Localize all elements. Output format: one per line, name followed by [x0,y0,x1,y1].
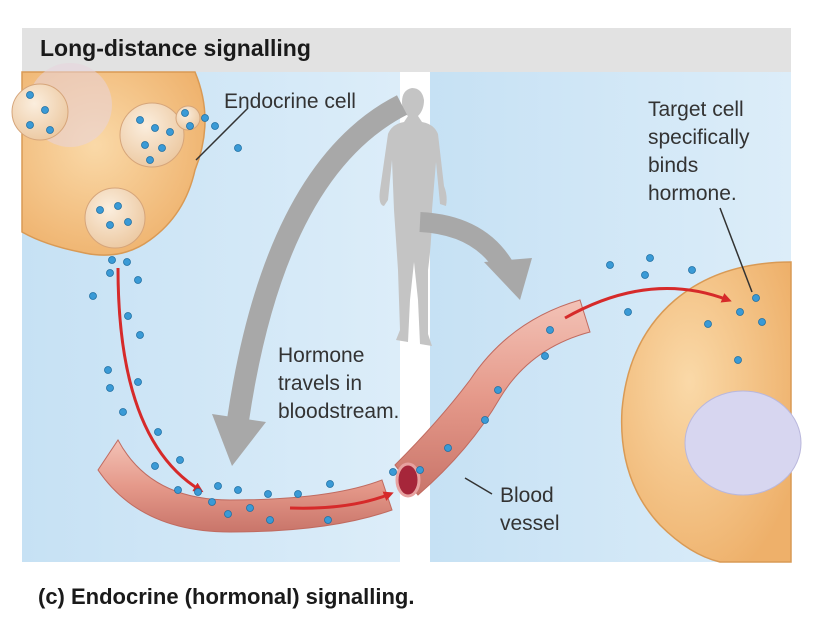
hormone-dot [26,121,34,129]
hormone-dots [26,91,766,524]
hormone-dot [136,116,144,124]
hormone-dot [89,292,97,300]
hormone-dot [494,386,502,394]
hormone-dot [194,488,202,496]
hormone-dot [106,384,114,392]
vesicle [119,102,185,168]
blood-vessel-right [394,299,591,496]
hormone-dot [688,266,696,274]
hormone-dot [158,144,166,152]
figure-caption: (c) Endocrine (hormonal) signalling. [38,584,415,609]
hormone-dot [752,294,760,302]
label-blood-vessel: Blood vessel [500,484,560,535]
hormone-dot [124,218,132,226]
label-endocrine-cell: Endocrine cell [224,90,356,113]
header-bar [22,28,791,72]
hormone-dot [96,206,104,214]
gray-arrow-left-head [212,414,266,466]
leader-target [719,207,753,293]
hormone-dot [624,308,632,316]
hormone-dot [108,256,116,264]
hormone-dot [181,109,189,117]
hormone-dot [416,466,424,474]
leader-vessel [464,477,493,495]
hormone-dot [119,408,127,416]
label-hormone: Hormone travels in bloodstream. [278,344,400,423]
hormone-dot [758,318,766,326]
leader-endocrine [195,107,249,161]
hormone-dot [176,456,184,464]
hormone-dot [106,221,114,229]
hormone-dot [26,91,34,99]
hormone-dot [266,516,274,524]
label-target-cell: Target cell specifically binds hormone. [648,98,750,205]
vesicle [11,83,69,141]
hormone-dot [106,269,114,277]
red-arrow-3 [564,287,732,320]
hormone-dot [541,352,549,360]
hormone-dot [214,482,222,490]
human-silhouette [379,88,447,346]
red-arrow-2 [289,491,394,510]
hormone-dot [606,261,614,269]
gray-arrow-right [419,212,514,274]
hormone-dot [134,276,142,284]
hormone-dot [146,156,154,164]
hormone-dot [154,428,162,436]
hormone-dot [481,416,489,424]
hormone-dot [734,356,742,364]
hormone-dot [234,486,242,494]
hormone-dot [246,504,254,512]
hormone-dot [201,114,209,122]
hormone-dot [208,498,216,506]
hormone-dot [211,122,219,130]
hormone-dot [166,128,174,136]
vesicle [84,187,146,249]
hormone-dot [141,141,149,149]
hormone-dot [736,308,744,316]
hormone-dot [186,122,194,130]
hormone-dot [174,486,182,494]
hormone-dot [324,516,332,524]
hormone-dot [151,462,159,470]
hormone-dot [41,106,49,114]
hormone-dot [114,202,122,210]
hormone-dot [641,271,649,279]
hormone-dot [264,490,272,498]
hormone-dot [389,468,397,476]
hormone-dot [294,490,302,498]
hormone-dot [124,312,132,320]
hormone-dot [326,480,334,488]
page-title: Long-distance signalling [40,35,311,61]
vessel-opening [395,462,421,498]
nucleus [684,390,802,496]
hormone-dot [704,320,712,328]
hormone-dot [136,331,144,339]
hormone-dot [123,258,131,266]
hormone-dot [546,326,554,334]
hormone-dot [151,124,159,132]
hormone-dot [46,126,54,134]
hormone-dot [234,144,242,152]
hormone-dot [134,378,142,386]
hormone-dot [104,366,112,374]
hormone-dot [646,254,654,262]
gray-arrow-left [227,95,408,422]
gray-arrow-right-head [484,258,532,300]
red-arrow-1 [116,267,204,493]
hormone-dot [444,444,452,452]
hormone-dot [224,510,232,518]
